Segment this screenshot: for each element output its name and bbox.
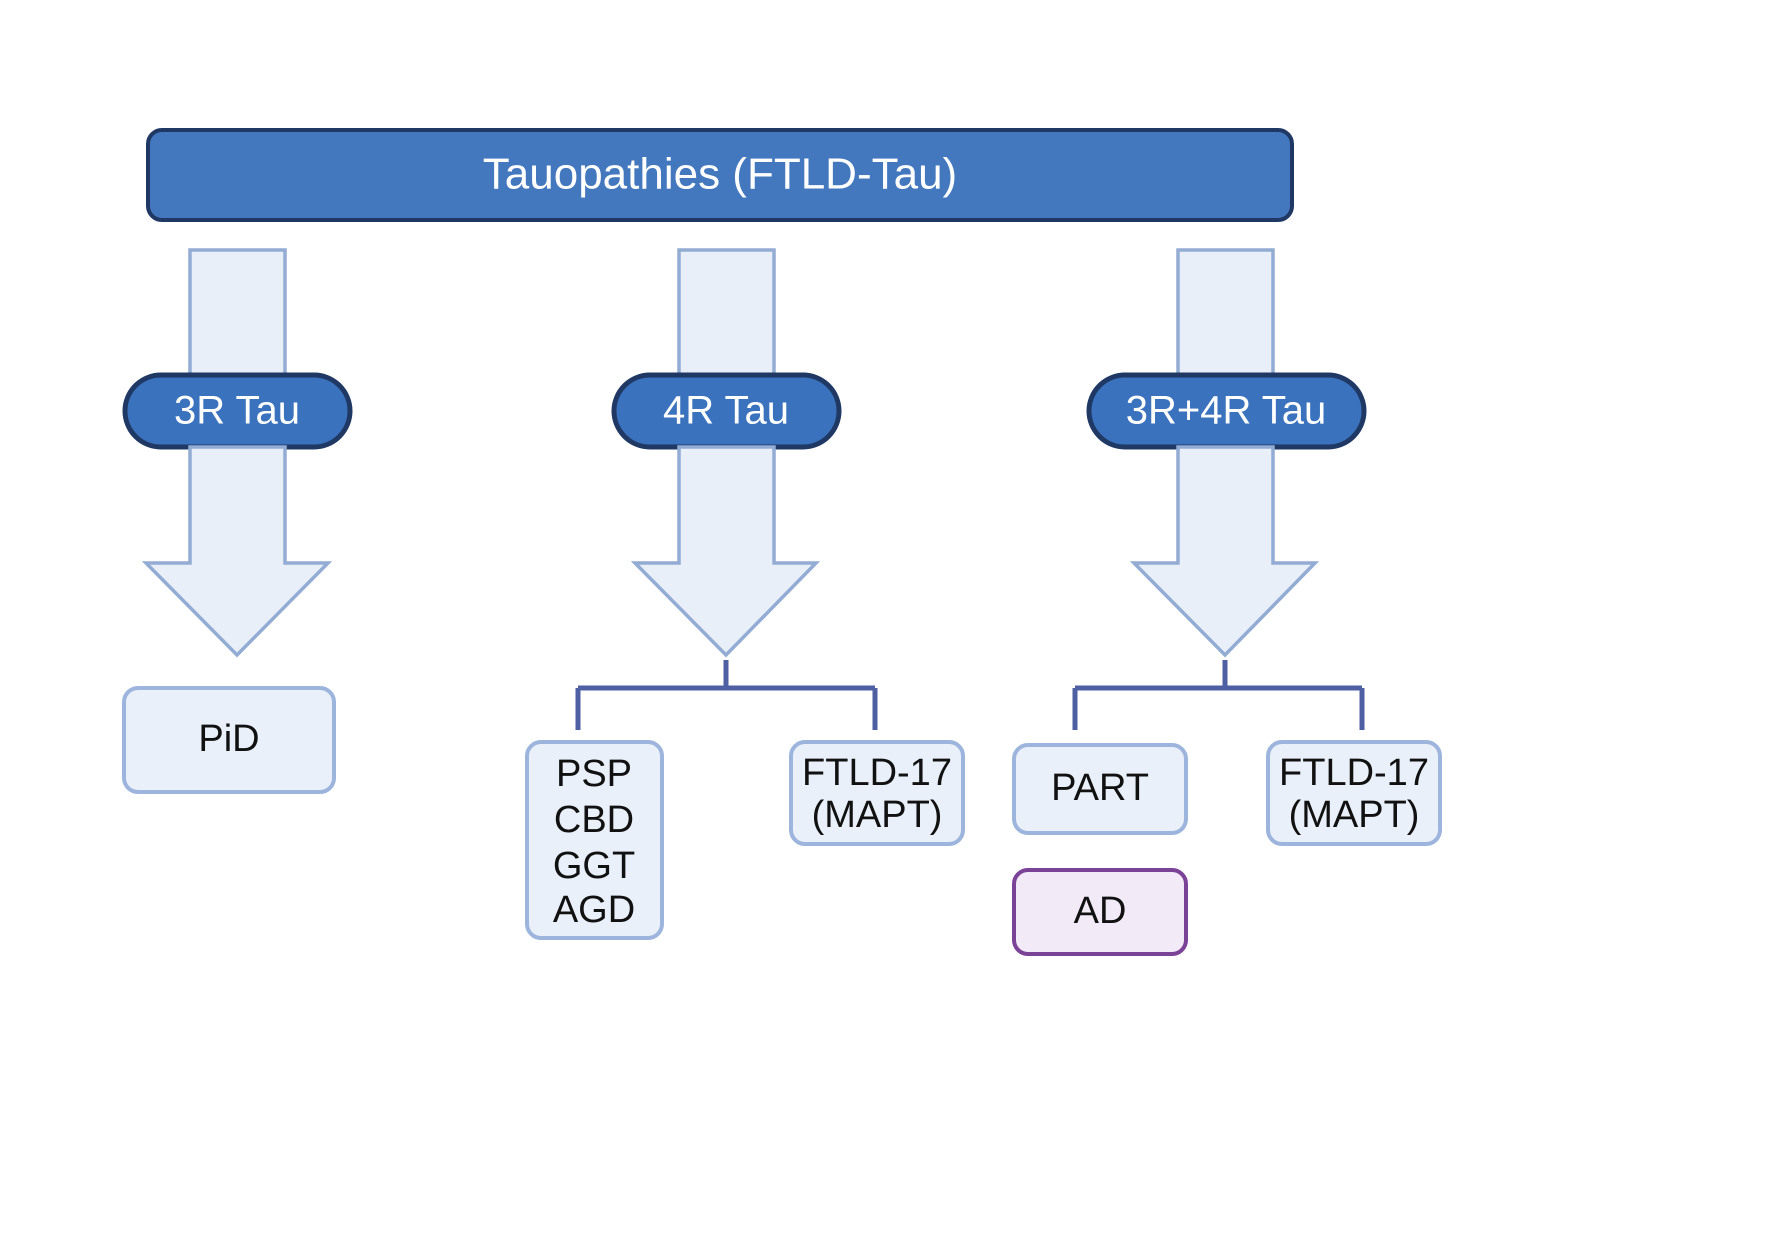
leaf-pid-shape xyxy=(122,686,336,794)
leaf-ftld17-mixed-shape xyxy=(1266,740,1442,846)
leaf-ftld17-4r-line1: FTLD-17 xyxy=(802,752,952,794)
branch-3r-arrow-lower xyxy=(141,445,333,658)
leaf-ftld17-4r[interactable]: FTLD-17 (MAPT) xyxy=(789,740,965,846)
leaf-ad-label: AD xyxy=(1074,890,1127,932)
leaf-psp-label: PSP xyxy=(556,753,632,795)
leaf-cbd-label: CBD xyxy=(554,799,634,841)
arrow-down-3r xyxy=(141,445,333,658)
leaf-ftld17-mixed[interactable]: FTLD-17 (MAPT) xyxy=(1266,740,1442,846)
leaf-ad-shape xyxy=(1012,868,1188,956)
branch-3r4r-pill[interactable]: 3R+4R Tau xyxy=(1086,372,1367,450)
leaf-part-shape xyxy=(1012,743,1188,835)
header-box-shape xyxy=(146,128,1294,222)
arrow-down-3r4r xyxy=(1129,445,1320,658)
leaf-psp-group-shape xyxy=(525,740,664,940)
branch-3r4r-arrow-lower xyxy=(1129,445,1320,658)
branch-4r-arrow-lower xyxy=(630,445,821,658)
pill-3r-label: 3R Tau xyxy=(174,389,300,433)
leaf-ftld17-mixed-line1: FTLD-17 xyxy=(1279,752,1429,794)
leaf-pid-label: PiD xyxy=(198,718,259,760)
leaf-ftld17-4r-shape xyxy=(789,740,965,846)
branch-4r-pill[interactable]: 4R Tau xyxy=(611,372,842,450)
leaf-psp-group[interactable]: PSP CBD GGT AGD xyxy=(525,740,664,940)
branch-3r-pill[interactable]: 3R Tau xyxy=(122,372,353,450)
header-node[interactable]: Tauopathies (FTLD-Tau) xyxy=(146,128,1294,222)
pill-4r-label: 4R Tau xyxy=(663,389,789,433)
leaf-pid[interactable]: PiD xyxy=(122,686,336,794)
connector-3r4r xyxy=(1072,660,1365,730)
arrow-down-4r xyxy=(630,445,821,658)
leaf-ggt-label: GGT xyxy=(553,845,635,887)
leaf-ftld17-4r-line2: (MAPT) xyxy=(812,794,943,836)
connector-4r xyxy=(575,660,878,730)
pill-3r4r-label: 3R+4R Tau xyxy=(1126,389,1327,433)
leaf-ad[interactable]: AD xyxy=(1012,868,1188,956)
leaf-ftld17-mixed-line2: (MAPT) xyxy=(1289,794,1420,836)
header-title: Tauopathies (FTLD-Tau) xyxy=(483,150,957,199)
leaf-agd-label: AGD xyxy=(553,889,635,931)
leaf-part-label: PART xyxy=(1051,767,1149,809)
leaf-part[interactable]: PART xyxy=(1012,743,1188,835)
